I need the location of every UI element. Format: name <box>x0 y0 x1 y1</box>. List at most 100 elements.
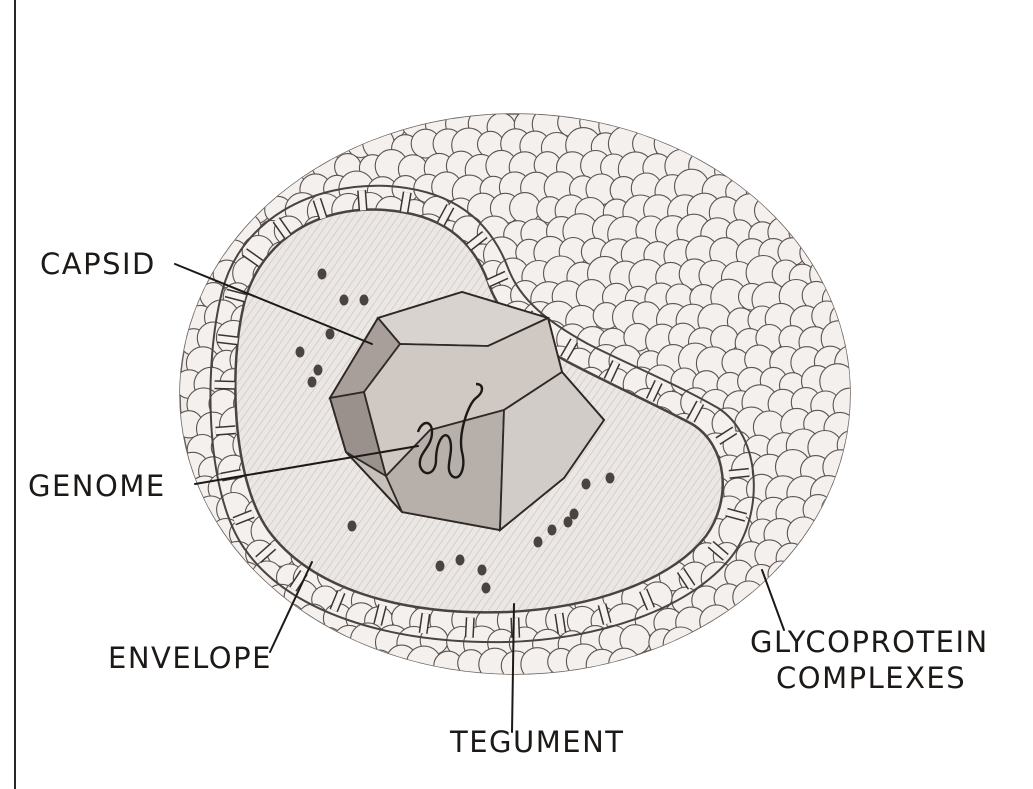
glycoprotein-sphere <box>217 111 249 143</box>
glycoprotein-sphere <box>171 493 205 527</box>
glycoprotein-sphere <box>178 540 211 573</box>
glycoprotein-sphere <box>173 147 209 183</box>
glycoprotein-sphere <box>198 541 228 571</box>
glycoprotein-sphere <box>737 155 767 185</box>
glycoprotein-sphere <box>241 582 275 616</box>
glycoprotein-sphere <box>709 109 744 144</box>
glycoprotein-sphere <box>219 584 248 613</box>
glycoprotein-sphere <box>343 648 376 681</box>
glycoprotein-sphere <box>241 154 274 187</box>
glycoprotein-sphere <box>703 131 733 161</box>
glycoprotein-sphere <box>801 152 830 181</box>
glycoprotein-sphere <box>220 197 247 224</box>
tegument-protein-dot <box>318 269 327 280</box>
tegument-protein-dot <box>296 347 305 358</box>
glycoprotein-sphere <box>700 605 733 638</box>
glycoprotein-sphere <box>735 110 770 145</box>
glycoprotein-sphere <box>281 132 307 158</box>
glycoprotein-sphere <box>668 110 697 139</box>
envelope-stalk <box>515 618 516 638</box>
tegument-protein-dot <box>606 473 615 484</box>
glycoprotein-sphere <box>252 603 288 639</box>
glycoprotein-sphere <box>263 152 294 183</box>
glycoprotein-sphere <box>274 604 305 635</box>
glycoprotein-sphere <box>184 130 216 162</box>
glycoprotein-sphere <box>196 193 231 228</box>
glycoprotein-sphere <box>769 174 798 203</box>
glycoprotein-sphere <box>765 132 800 167</box>
glycoprotein-sphere <box>633 652 660 679</box>
tegument-protein-dot <box>456 555 465 566</box>
label-envelope: ENVELOPE <box>108 641 272 675</box>
envelope-stalk <box>218 339 238 341</box>
tegument-protein-dot <box>570 509 579 520</box>
glycoprotein-sphere <box>185 218 217 250</box>
glycoprotein-sphere <box>788 130 821 163</box>
glycoprotein-sphere <box>295 131 328 164</box>
tegument-protein-dot <box>326 329 335 340</box>
label-glycoprotein-line2: COMPLEXES <box>776 661 966 695</box>
glycoprotein-sphere <box>678 652 706 680</box>
glycoprotein-sphere <box>609 648 640 679</box>
envelope-stalk <box>559 613 562 633</box>
glycoprotein-sphere <box>222 154 253 185</box>
envelope-stalk <box>729 472 749 474</box>
glycoprotein-sphere <box>776 543 806 573</box>
glycoprotein-sphere <box>287 112 315 140</box>
glycoprotein-sphere <box>288 628 315 655</box>
glycoprotein-sphere <box>821 154 853 186</box>
glycoprotein-sphere <box>777 585 810 618</box>
tegument-protein-dot <box>340 295 349 306</box>
glycoprotein-sphere <box>350 107 386 143</box>
glycoprotein-sphere <box>296 647 329 680</box>
glycoprotein-sphere <box>178 112 205 139</box>
glycoprotein-sphere <box>189 564 220 595</box>
label-capsid: CAPSID <box>40 247 156 281</box>
glycoprotein-sphere <box>690 629 717 656</box>
glycoprotein-sphere <box>815 565 843 593</box>
glycoprotein-sphere <box>690 113 717 140</box>
label-tegument: TEGUMENT <box>449 725 625 759</box>
tegument-protein-dot <box>548 525 557 536</box>
label-glycoprotein-line1: GLYCOPROTEIN <box>750 625 989 659</box>
tegument-protein-dot <box>314 365 323 376</box>
glycoprotein-sphere <box>744 132 777 165</box>
glycoprotein-sphere <box>816 178 842 204</box>
tegument-protein-dot <box>436 561 445 572</box>
envelope-stalk <box>215 385 235 386</box>
glycoprotein-sphere <box>252 127 286 161</box>
glycoprotein-sphere <box>206 126 242 162</box>
glycoprotein-sphere <box>241 107 275 141</box>
glycoprotein-sphere <box>174 235 207 268</box>
glycoprotein-sphere <box>173 194 204 225</box>
glycoprotein-sphere <box>655 644 690 679</box>
glycoprotein-sphere <box>233 606 264 637</box>
glycoprotein-sphere <box>754 583 786 615</box>
glycoprotein-sphere <box>794 176 821 203</box>
glycoprotein-sphere <box>715 631 742 658</box>
glycoprotein-sphere <box>812 217 839 244</box>
label-genome: GENOME <box>28 469 166 503</box>
glycoprotein-sphere <box>758 110 790 142</box>
glycoprotein-sphere <box>178 587 206 615</box>
glycoprotein-sphere <box>720 132 753 165</box>
glycoprotein-sphere <box>213 563 241 591</box>
glycoprotein-sphere <box>823 106 859 142</box>
glycoprotein-sphere <box>235 175 264 204</box>
glycoprotein-sphere <box>805 545 831 571</box>
glycoprotein-sphere <box>190 176 219 205</box>
glycoprotein-sphere <box>777 109 807 139</box>
glycoprotein-sphere <box>363 650 394 681</box>
glycoprotein-sphere <box>833 216 864 247</box>
glycoprotein-sphere <box>209 171 242 204</box>
glycoprotein-sphere <box>327 110 363 146</box>
tegument-protein-dot <box>534 537 543 548</box>
envelope-stalk <box>469 618 470 638</box>
envelope-stalk <box>362 190 364 210</box>
tegument-protein-dot <box>478 565 487 576</box>
tegument-protein-dot <box>348 521 357 532</box>
glycoprotein-sphere <box>818 235 853 270</box>
glycoprotein-sphere <box>836 474 867 505</box>
